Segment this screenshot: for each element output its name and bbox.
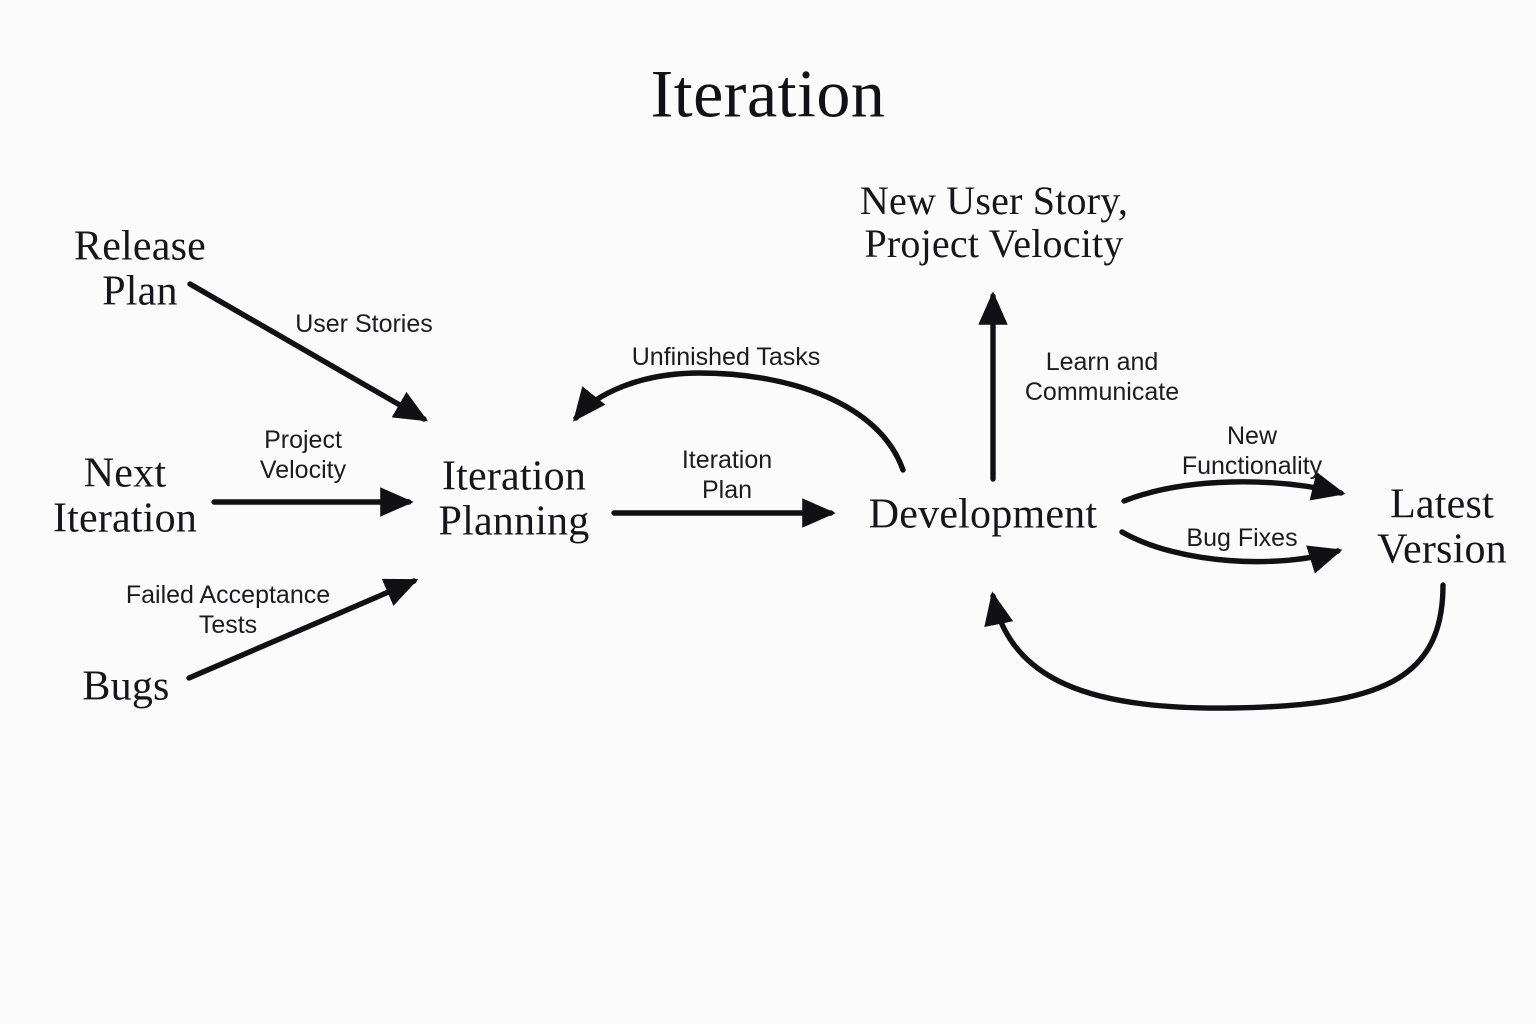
- edge-label-release-plan-to-iteration-planning: User Stories: [295, 310, 433, 338]
- node-iteration-planning[interactable]: Iteration Planning: [438, 453, 590, 545]
- edge-development-to-iteration-planning-unfinished: [573, 370, 906, 473]
- node-release-plan[interactable]: Release Plan: [74, 223, 206, 315]
- node-new-user-story[interactable]: New User Story, Project Velocity: [859, 177, 1129, 266]
- edge-label-development-to-iteration-planning-unfinished: Unfinished Tasks: [631, 343, 821, 371]
- edge-development-to-latest-version-bug-fixes: [1119, 529, 1343, 574]
- edge-label-next-iteration-to-iteration-planning: Project Velocity: [259, 426, 347, 484]
- edge-development-to-latest-version-new-functionality: [1121, 471, 1346, 504]
- edge-label-development-to-new-user-story: Learn and Communicate: [1024, 348, 1180, 406]
- node-latest-version[interactable]: Latest Version: [1377, 481, 1507, 573]
- edge-label-bugs-to-iteration-planning: Failed Acceptance Tests: [125, 581, 331, 639]
- edge-latest-version-to-development-feedback: [984, 582, 1446, 711]
- edge-label-development-to-latest-version-bug-fixes: Bug Fixes: [1186, 524, 1298, 552]
- node-next-iteration[interactable]: Next Iteration: [52, 450, 198, 542]
- edge-bugs-to-iteration-planning: [186, 578, 419, 681]
- node-development[interactable]: Development: [868, 491, 1098, 538]
- edge-release-plan-to-iteration-planning: [187, 281, 429, 422]
- edge-label-iteration-planning-to-development: Iteration Plan: [681, 446, 773, 504]
- node-bugs[interactable]: Bugs: [82, 663, 170, 710]
- edge-label-development-to-latest-version-new-functionality: New Functionality: [1181, 422, 1323, 480]
- page-title: Iteration: [650, 55, 886, 132]
